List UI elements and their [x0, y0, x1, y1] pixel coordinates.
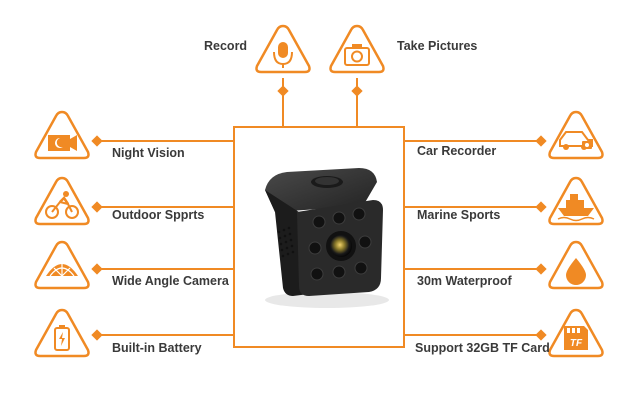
label-take-pictures: Take Pictures [397, 39, 478, 53]
night-vision-icon [32, 108, 92, 164]
label-waterproof: 30m Waterproof [417, 274, 512, 288]
car-icon [546, 108, 606, 164]
label-car-recorder: Car Recorder [417, 144, 497, 158]
water-drop-icon [546, 238, 606, 294]
label-battery: Built-in Battery [112, 341, 202, 355]
label-marine-sports: Marine Sports [417, 208, 501, 222]
cyclist-icon [32, 174, 92, 230]
wide-angle-icon [32, 238, 92, 294]
mini-camera-image [265, 168, 389, 308]
label-night-vision: Night Vision [112, 146, 185, 160]
tf-card-text: TF [570, 338, 583, 349]
label-record: Record [204, 39, 248, 53]
label-outdoor-sports: Outdoor Spprts [112, 208, 205, 222]
camera-icon [327, 22, 387, 78]
tf-card-icon: TF [546, 306, 606, 362]
product-frame [233, 126, 405, 348]
ship-icon [546, 174, 606, 230]
label-tf-card: Support 32GB TF Card [415, 341, 550, 355]
label-wide-angle: Wide Angle Camera [112, 274, 229, 288]
microphone-icon [253, 22, 313, 78]
battery-icon [32, 306, 92, 362]
